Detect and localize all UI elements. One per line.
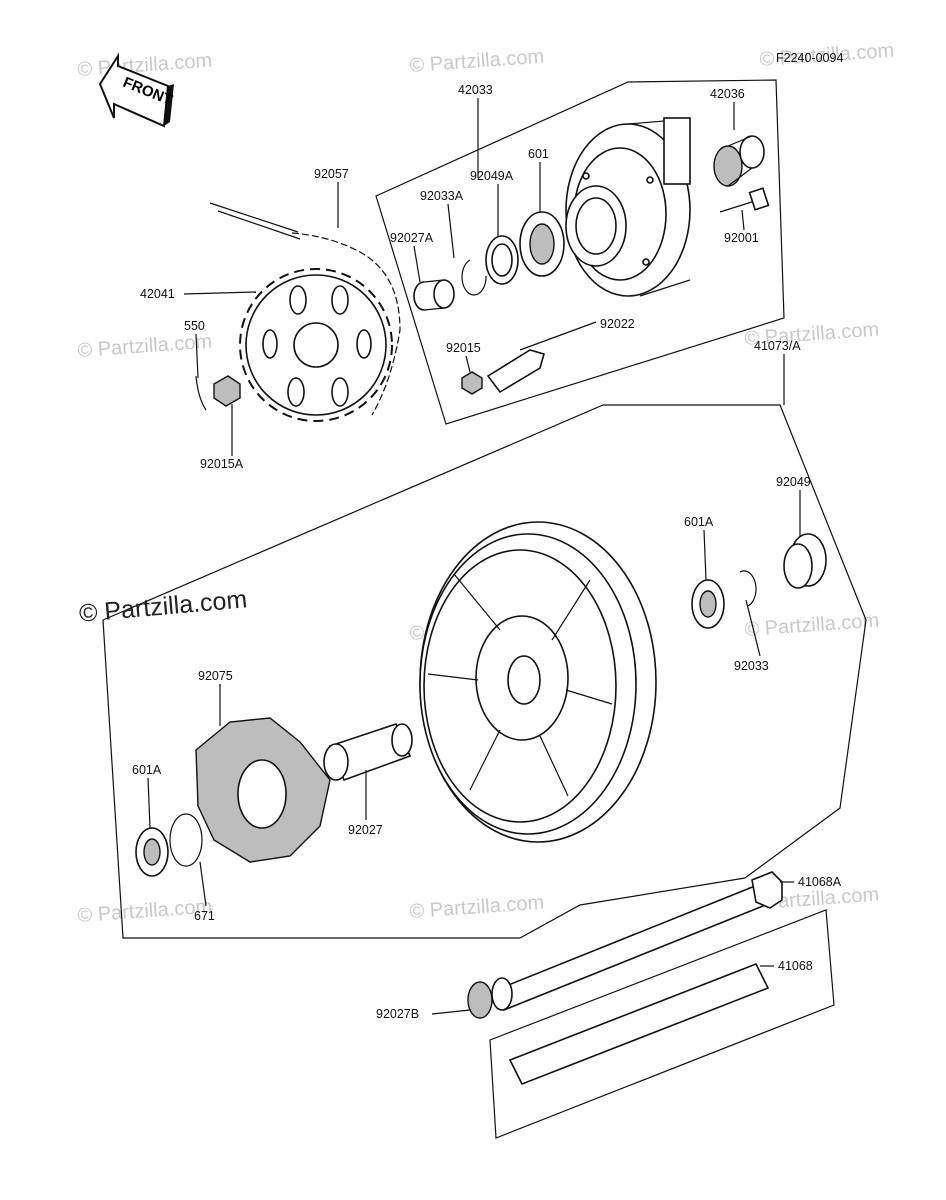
part-label: 42033 [458, 83, 493, 97]
cotter-pin [195, 375, 207, 411]
bearing-601 [519, 211, 565, 277]
part-label: 601A [132, 763, 162, 777]
wheel-group-outline [102, 404, 867, 939]
part-label: 92033 [734, 659, 769, 673]
collar-92027B [467, 977, 513, 1019]
collar-92027A [413, 279, 455, 311]
part-labels: 42033 42036 92057 601 92049A 92033A 9202… [132, 83, 842, 1021]
circlip-92033A [461, 259, 487, 296]
part-label: 92022 [600, 317, 635, 331]
rear-sprocket [239, 268, 393, 422]
part-label: 92049 [776, 475, 811, 489]
part-label: 671 [194, 909, 215, 923]
part-label: 92001 [724, 231, 759, 245]
seal-92049 [783, 533, 827, 589]
part-label: 92027A [390, 231, 434, 245]
watermark: © Partzilla.com [77, 331, 213, 362]
seal-92049A [485, 235, 519, 285]
axle-group-outline [489, 909, 835, 1139]
cast-wheel [419, 521, 657, 843]
part-label: 41068A [798, 875, 842, 889]
bearing-601A-right [691, 579, 725, 629]
bearing-601A-left [135, 827, 169, 877]
part-label: 92075 [198, 669, 233, 683]
sleeve-41068 [508, 962, 770, 1086]
castle-nut [213, 375, 241, 407]
part-label: 92027B [376, 1007, 419, 1021]
watermark: © Partzilla.com [409, 46, 545, 77]
watermark: © Partzilla.com [409, 892, 545, 923]
o-ring-671 [169, 813, 203, 867]
part-label: 41073/A [754, 339, 801, 353]
watermark: © Partzilla.com [744, 610, 880, 641]
torque-plate-92022 [486, 349, 545, 394]
diagram-code: F2240-0094 [776, 51, 843, 65]
circlip-92033 [739, 570, 757, 607]
part-label: 601A [684, 515, 714, 529]
brake-panel-group-outline [375, 79, 785, 425]
part-label: 42036 [710, 87, 745, 101]
part-label: 92027 [348, 823, 383, 837]
hub-damper [195, 717, 331, 863]
collar-42036 [713, 135, 765, 187]
part-label: 92057 [314, 167, 349, 181]
part-label: 92015 [446, 341, 481, 355]
part-label: 92033A [420, 189, 464, 203]
leader-lines [147, 98, 801, 1015]
watermark: © Partzilla.com [77, 896, 213, 927]
nut-92015 [461, 371, 483, 395]
brake-panel [565, 117, 691, 297]
drive-chain [209, 202, 401, 416]
part-label: 550 [184, 319, 205, 333]
bolt-92001 [719, 187, 770, 213]
part-label: 601 [528, 147, 549, 161]
part-label: 42041 [140, 287, 175, 301]
spacer-92027 [323, 723, 413, 782]
part-label: 92049A [470, 169, 514, 183]
part-label: 92015A [200, 457, 244, 471]
part-label: 41068 [778, 959, 813, 973]
